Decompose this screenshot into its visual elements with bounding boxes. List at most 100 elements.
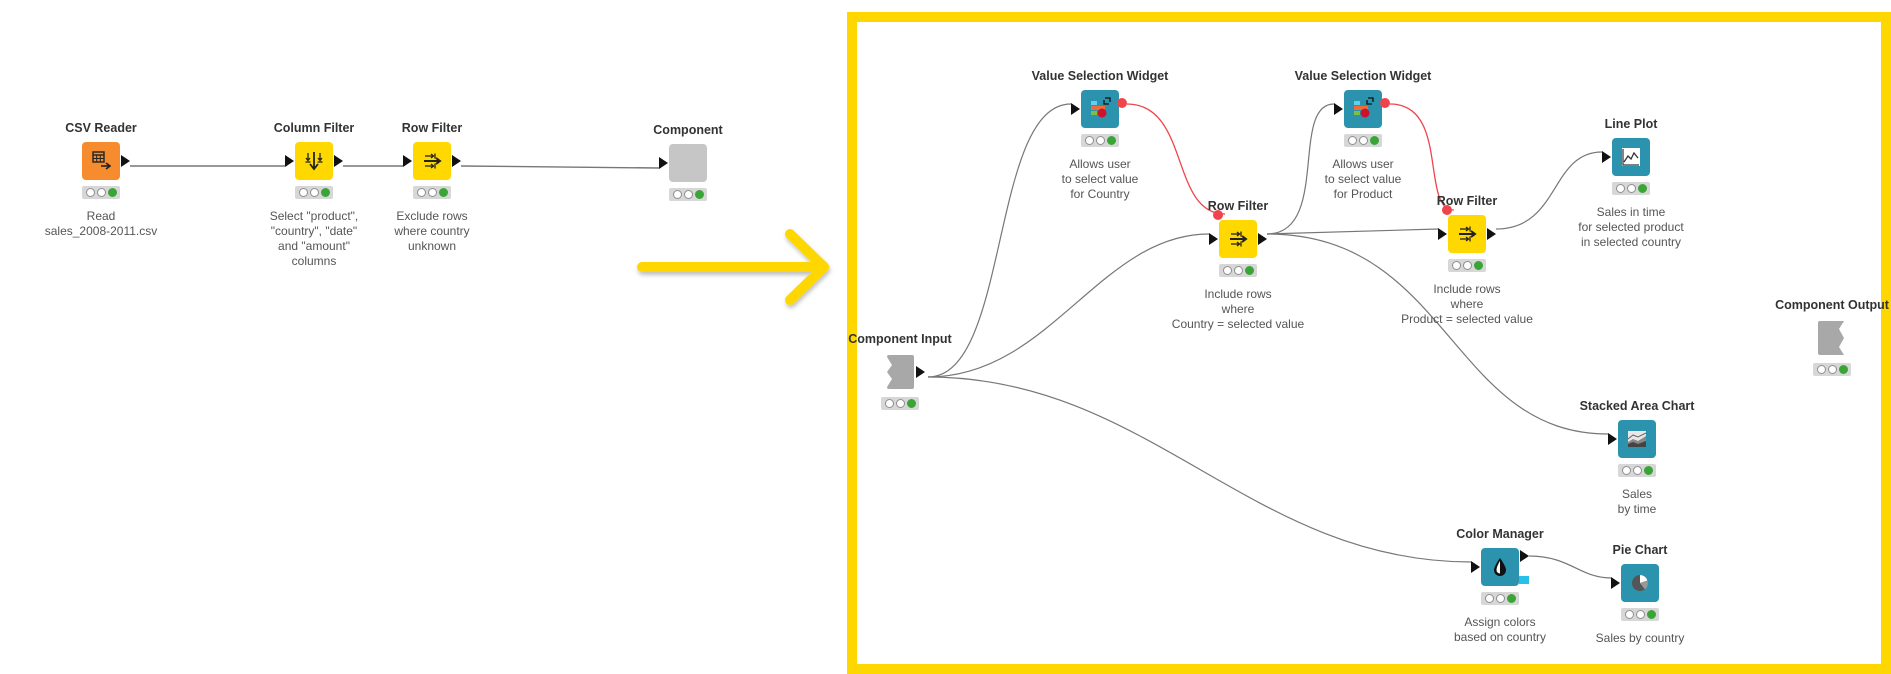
status-indicator xyxy=(1612,182,1650,195)
connection-input-to-vsw-country[interactable] xyxy=(927,103,1072,378)
node-column-filter[interactable]: Column Filter Select "product", "country… xyxy=(224,120,404,269)
node-component[interactable]: Component xyxy=(598,122,778,201)
color-model-port[interactable] xyxy=(1519,576,1529,584)
node-stacked-area-chart[interactable]: Stacked Area Chart Sales by time xyxy=(1547,398,1727,517)
node-row-filter[interactable]: Row Filter Exclude rows where country un… xyxy=(342,120,522,254)
node-icon-box[interactable] xyxy=(403,142,461,180)
input-port[interactable] xyxy=(285,155,294,167)
status-indicator xyxy=(1813,363,1851,376)
flow-variable-output-port[interactable] xyxy=(1380,98,1390,108)
status-indicator xyxy=(413,186,451,199)
node-description: Allows user to select value for Country xyxy=(1061,157,1139,201)
node-value-selection-widget-country[interactable]: Value Selection Widget Allows user to se… xyxy=(1010,68,1190,202)
node-icon-box[interactable] xyxy=(1816,319,1848,357)
node-title: Row Filter xyxy=(401,121,463,135)
component-icon[interactable] xyxy=(659,144,707,182)
node-title: Row Filter xyxy=(1436,194,1498,208)
input-port[interactable] xyxy=(659,157,668,169)
node-icon-box[interactable] xyxy=(1608,420,1656,458)
node-icon-box[interactable] xyxy=(884,353,925,391)
status-indicator xyxy=(1081,134,1119,147)
connection-input-to-color-manager[interactable] xyxy=(927,376,1472,563)
node-title: Color Manager xyxy=(1456,527,1544,541)
status-indicator xyxy=(1344,134,1382,147)
node-icon-box[interactable] xyxy=(82,142,130,180)
component-input-icon xyxy=(887,355,914,389)
node-description: Read sales_2008-2011.csv xyxy=(44,209,158,238)
component-frame xyxy=(847,12,1891,674)
node-title: CSV Reader xyxy=(65,121,137,135)
node-description: Include rows where Country = selected va… xyxy=(1171,287,1305,331)
value-selection-icon xyxy=(1091,97,1111,118)
input-port[interactable] xyxy=(1071,103,1080,115)
output-port[interactable] xyxy=(916,366,925,378)
status-indicator xyxy=(82,186,120,199)
input-port[interactable] xyxy=(1602,151,1611,163)
status-indicator xyxy=(1481,592,1519,605)
node-pie-chart[interactable]: Pie Chart Sales by country xyxy=(1550,542,1730,646)
node-component-input[interactable]: Component Input xyxy=(810,331,990,410)
node-icon-box[interactable] xyxy=(1611,564,1659,602)
input-port[interactable] xyxy=(403,155,412,167)
flow-variable-output-port[interactable] xyxy=(1117,98,1127,108)
node-title: Value Selection Widget xyxy=(1031,69,1169,83)
node-icon-box[interactable] xyxy=(285,142,343,180)
row-filter-icon xyxy=(1459,226,1477,242)
connection-row-filter-country-to-row-filter-product[interactable] xyxy=(1266,228,1439,235)
node-line-plot[interactable]: Line Plot Sales in time for selected pro… xyxy=(1541,116,1721,250)
output-port[interactable] xyxy=(1487,228,1496,240)
node-description: Allows user to select value for Product xyxy=(1324,157,1402,201)
row-filter-icon xyxy=(424,153,442,169)
input-port[interactable] xyxy=(1608,433,1617,445)
node-title: Pie Chart xyxy=(1612,543,1668,557)
connection-row-filter-country-to-vsw-product[interactable] xyxy=(1266,103,1335,235)
output-port[interactable] xyxy=(1258,233,1267,245)
value-selection-icon xyxy=(1354,97,1374,118)
connection-row-filter-to-component[interactable] xyxy=(460,165,660,169)
connection-row-filter-product-to-line-plot[interactable] xyxy=(1495,151,1603,230)
node-icon-box[interactable] xyxy=(1334,90,1390,128)
row-filter-icon xyxy=(1230,231,1248,247)
output-port[interactable] xyxy=(121,155,130,167)
node-title: Component Output xyxy=(1775,298,1889,312)
input-port[interactable] xyxy=(1611,577,1620,589)
flow-vsw-country-to-row-filter-country[interactable] xyxy=(1126,103,1226,215)
pie-chart-icon xyxy=(1632,575,1648,591)
table-arrow-icon xyxy=(92,151,112,170)
node-csv-reader[interactable]: CSV Reader Read sales_2008-2011.csv xyxy=(11,120,191,239)
input-port[interactable] xyxy=(1209,233,1218,245)
node-icon-box[interactable] xyxy=(1471,548,1529,586)
input-port[interactable] xyxy=(1438,228,1447,240)
node-description: Exclude rows where country unknown xyxy=(394,209,470,253)
node-icon-box[interactable] xyxy=(1438,205,1496,253)
status-indicator xyxy=(1219,264,1257,277)
node-component-output[interactable]: Component Output xyxy=(1742,297,1891,376)
connection-row-filter-country-to-stacked-area[interactable] xyxy=(1266,233,1609,435)
node-description: Assign colors based on country xyxy=(1453,615,1547,644)
node-row-filter-product[interactable]: Row Filter Include rows where Product = … xyxy=(1377,193,1557,327)
node-color-manager[interactable]: Color Manager Assign colors based on cou… xyxy=(1410,526,1590,645)
status-indicator xyxy=(1621,608,1659,621)
input-port[interactable] xyxy=(1334,103,1343,115)
node-description: Select "product", "country", "date" and … xyxy=(269,209,359,268)
node-description: Sales by country xyxy=(1595,631,1685,645)
input-port[interactable] xyxy=(1471,561,1480,573)
node-icon-box[interactable] xyxy=(1209,210,1267,258)
node-value-selection-widget-product[interactable]: Value Selection Widget Allows user to se… xyxy=(1273,68,1453,202)
flow-variable-input-port[interactable] xyxy=(1213,210,1223,220)
node-icon-box[interactable] xyxy=(1602,138,1650,176)
status-indicator xyxy=(295,186,333,199)
connection-color-manager-to-pie-chart[interactable] xyxy=(1528,555,1612,579)
line-plot-icon xyxy=(1622,148,1640,166)
connection-input-to-row-filter-country[interactable] xyxy=(927,233,1210,378)
node-title: Column Filter xyxy=(273,121,355,135)
node-description: Sales in time for selected product in se… xyxy=(1578,205,1684,249)
output-port[interactable] xyxy=(334,155,343,167)
node-icon-box[interactable] xyxy=(1071,90,1127,128)
flow-variable-input-port[interactable] xyxy=(1442,205,1452,215)
node-row-filter-country[interactable]: Row Filter Include rows where Country = … xyxy=(1148,198,1328,332)
output-port[interactable] xyxy=(452,155,461,167)
node-title: Stacked Area Chart xyxy=(1579,399,1695,413)
output-port[interactable] xyxy=(1520,550,1529,562)
node-title: Line Plot xyxy=(1604,117,1658,131)
